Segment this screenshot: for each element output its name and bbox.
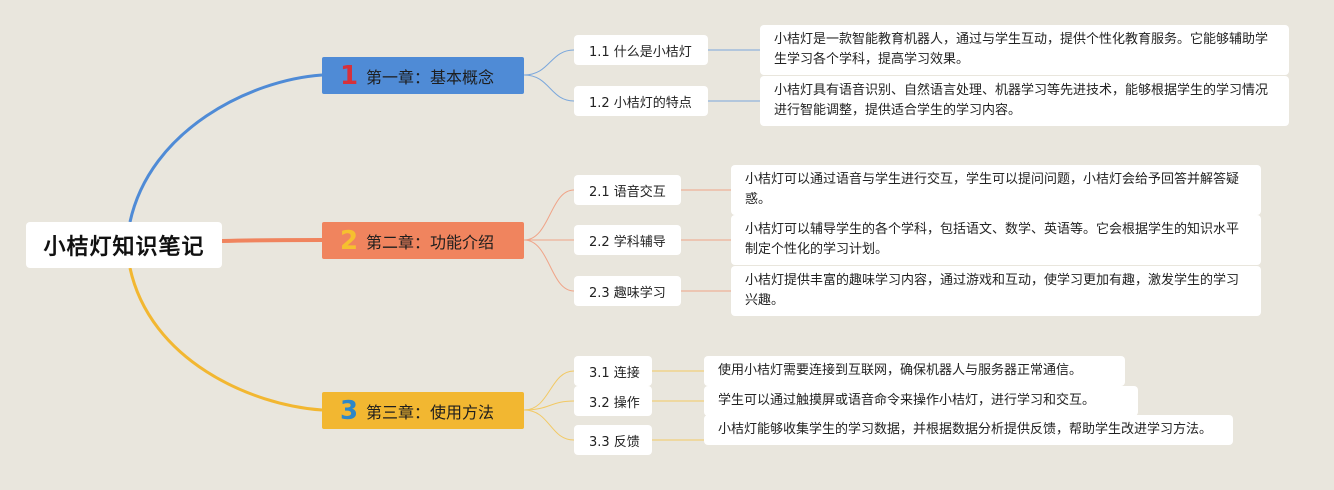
section-node-3-3[interactable]: 3.3 反馈	[574, 425, 652, 455]
description-node-2-3[interactable]: 小桔灯提供丰富的趣味学习内容，通过游戏和互动，使学习更加有趣，激发学生的学习兴趣…	[731, 266, 1261, 316]
link-2-3	[523, 239, 575, 292]
description-node-3-1[interactable]: 使用小桔灯需要连接到互联网，确保机器人与服务器正常通信。	[704, 356, 1125, 386]
chapter-title-2: 第二章：功能介绍	[366, 232, 495, 252]
description-node-3-2[interactable]: 学生可以通过触摸屏或语音命令来操作小桔灯，进行学习和交互。	[704, 386, 1138, 416]
link-2-1	[523, 189, 575, 241]
link-3-1	[523, 370, 575, 411]
description-node-2-2[interactable]: 小桔灯可以辅导学生的各个学科，包括语文、数学、英语等。它会根据学生的知识水平制定…	[731, 215, 1261, 265]
link-3-2	[523, 400, 575, 411]
branch-line-chapter-2	[221, 238, 323, 243]
chapter-node-1[interactable]: 1 第一章：基本概念	[322, 57, 524, 94]
chapter-title-1: 第一章：基本概念	[366, 67, 495, 87]
description-node-2-1[interactable]: 小桔灯可以通过语音与学生进行交互，学生可以提问问题，小桔灯会给予回答并解答疑惑。	[731, 165, 1261, 215]
section-node-2-2[interactable]: 2.2 学科辅导	[574, 225, 681, 255]
chapter-title-3: 第三章：使用方法	[366, 402, 495, 422]
section-node-3-2[interactable]: 3.2 操作	[574, 386, 652, 416]
section-node-3-1[interactable]: 3.1 连接	[574, 356, 652, 386]
section-node-2-1[interactable]: 2.1 语音交互	[574, 175, 681, 205]
chapter-node-3[interactable]: 3 第三章：使用方法	[322, 392, 524, 429]
section-node-1-1[interactable]: 1.1 什么是小桔灯	[574, 35, 708, 65]
chapter-number-1: 1	[340, 60, 359, 91]
link-1-2	[523, 74, 575, 102]
chapter-node-2[interactable]: 2 第二章：功能介绍	[322, 222, 524, 259]
section-node-1-2[interactable]: 1.2 小桔灯的特点	[574, 86, 708, 116]
branch-line-chapter-1	[128, 73, 323, 223]
description-node-3-3[interactable]: 小桔灯能够收集学生的学习数据，并根据数据分析提供反馈，帮助学生改进学习方法。	[704, 415, 1233, 445]
chapter-number-3: 3	[340, 395, 359, 426]
link-1-1	[523, 49, 575, 76]
description-node-1-2[interactable]: 小桔灯具有语音识别、自然语言处理、机器学习等先进技术，能够根据学生的学习情况进行…	[760, 76, 1289, 126]
root-node[interactable]: 小桔灯知识笔记	[26, 222, 222, 268]
branch-line-chapter-3	[128, 267, 323, 412]
chapter-number-2: 2	[340, 225, 359, 256]
description-node-1-1[interactable]: 小桔灯是一款智能教育机器人，通过与学生互动，提供个性化教育服务。它能够辅助学生学…	[760, 25, 1289, 75]
link-3-3	[523, 409, 575, 441]
section-node-2-3[interactable]: 2.3 趣味学习	[574, 276, 681, 306]
